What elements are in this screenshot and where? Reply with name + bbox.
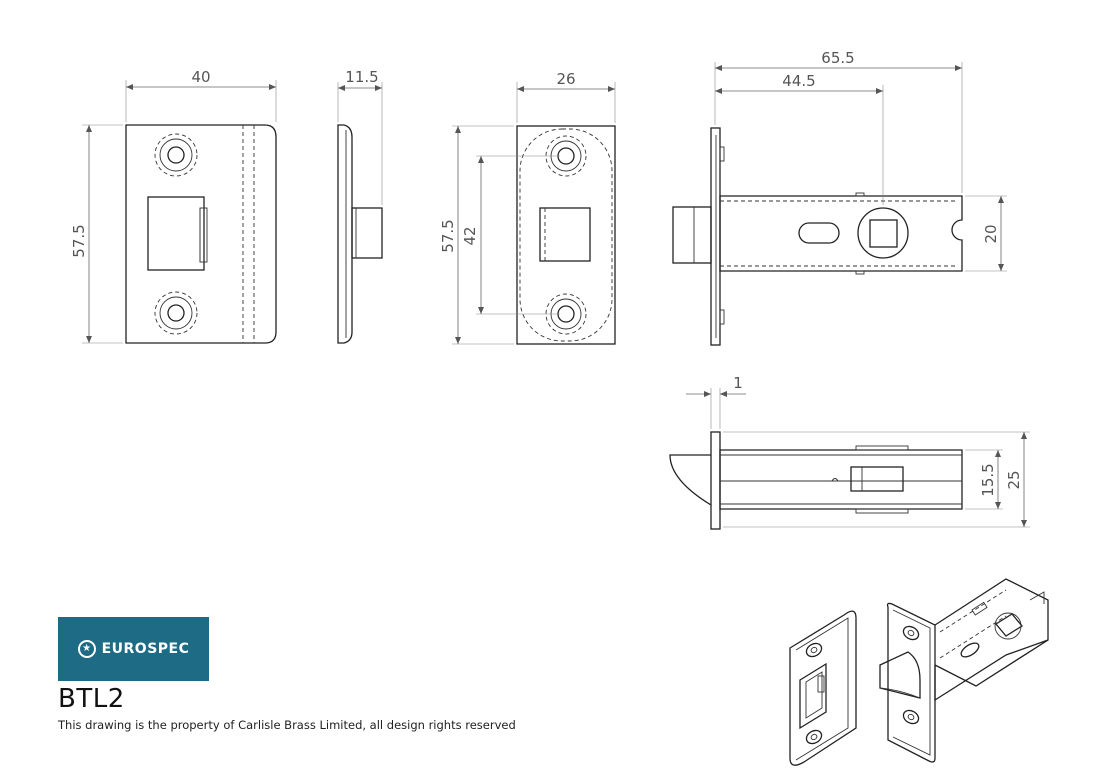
dim-backset: 44.5: [782, 72, 815, 90]
screw-hole-top: [154, 133, 198, 177]
dim-latch-length: 65.5: [821, 49, 854, 67]
dim-strike-height: 57.5: [70, 224, 88, 257]
brand-name: EUROSPEC: [101, 641, 190, 657]
strike-plate-front-view: 40 57.5: [70, 68, 277, 344]
dim-strike-width: 40: [191, 68, 210, 86]
screw-hole-bottom: [154, 291, 198, 335]
dim-strike-depth: 11.5: [345, 68, 378, 86]
latch-side-view: 65.5 44.5 20: [672, 49, 1007, 346]
isometric-latch: [879, 578, 1049, 763]
eurospec-logo: ★ EUROSPEC: [58, 617, 209, 681]
forend-front-view: 26 57.5 42: [439, 70, 616, 345]
isometric-strike-plate: [789, 610, 857, 766]
product-code: BTL2: [58, 684, 125, 714]
dim-case-depth: 25: [1005, 470, 1023, 489]
latch-plan-view: 1 15.5 25: [669, 374, 1030, 530]
dim-forend-height: 57.5: [439, 219, 457, 252]
dim-bolt-height: 15.5: [979, 463, 997, 496]
strike-plate-side-view: 11.5: [337, 68, 383, 344]
dim-fixing-centres: 42: [461, 226, 479, 245]
copyright-note: This drawing is the property of Carlisle…: [58, 718, 516, 732]
dim-case-height: 20: [982, 224, 1000, 243]
star-badge-icon: ★: [77, 640, 96, 658]
dim-forend-width: 26: [556, 70, 575, 88]
dim-forend-thickness: 1: [733, 374, 743, 392]
